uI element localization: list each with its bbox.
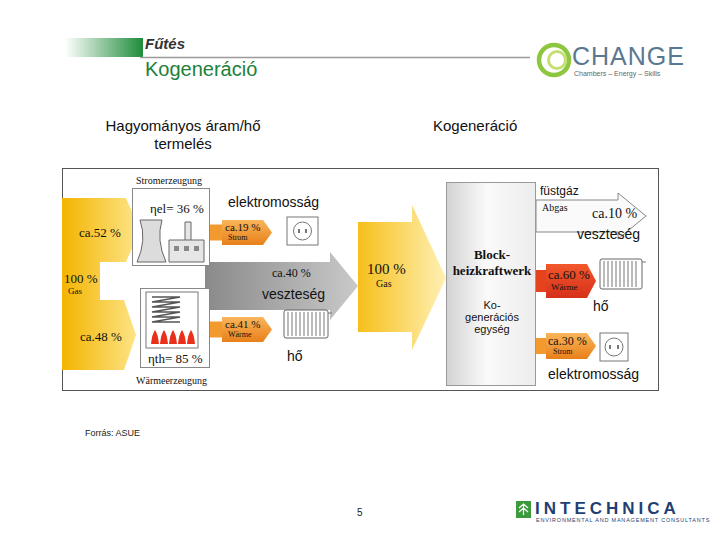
tag-shape xyxy=(222,317,272,342)
node-text: Wärme xyxy=(228,330,252,339)
chp-unit-box: Block- heizkraftwerkKo- generációs egysé… xyxy=(446,182,536,386)
flow-percentage: ca.40 % xyxy=(272,266,311,281)
flow-connector xyxy=(536,270,546,292)
socket-icon xyxy=(605,338,623,356)
socket-icon xyxy=(294,222,312,240)
overlay-label: hő xyxy=(287,348,303,364)
loss-flow-arrow xyxy=(205,252,358,320)
node-text: Wärmeerzeugung xyxy=(136,375,207,386)
overlay-label: elektromosság xyxy=(228,194,319,210)
node-text: Wärme xyxy=(551,282,577,292)
heat-box-fill xyxy=(140,288,210,368)
cooling-tower-icon xyxy=(137,220,166,262)
logo-text: INTECHNICA xyxy=(535,499,680,519)
overlay-label: füstgáz xyxy=(540,184,579,198)
overlay-label: elektromosság xyxy=(548,366,639,382)
output-arrow-tag: ca.30 %Strom xyxy=(546,333,596,359)
flow-percentage: 100 % xyxy=(367,261,406,278)
tag-shape xyxy=(222,220,272,245)
overlay-label: hő xyxy=(593,298,609,314)
plant-box-fill xyxy=(132,188,210,266)
flow-label: Gas xyxy=(68,286,82,296)
overlay-label: veszteség xyxy=(577,226,640,242)
page-number: 5 xyxy=(357,507,363,518)
company-logo-icon xyxy=(519,504,528,515)
plant-windows xyxy=(174,246,199,251)
source-note: Forrás: ASUE xyxy=(85,428,140,438)
node-heading: Block- heizkraftwerk xyxy=(447,247,537,279)
node-heading: ca.41 % xyxy=(225,318,260,330)
output-arrow-tag: ca.41 %Wärme xyxy=(222,317,272,342)
node-heading: ca.19 % xyxy=(225,221,260,233)
overlay-label: veszteség xyxy=(262,286,325,302)
socket-icon xyxy=(600,333,628,361)
boiler-outline xyxy=(146,292,198,348)
flow-connector xyxy=(210,322,222,338)
gas-flow-arrow xyxy=(358,205,446,350)
power-plant-icon xyxy=(169,222,204,262)
heat-generator-box: ηth= 85 %Wärmeerzeugung xyxy=(140,288,210,368)
flow-label: Abgas xyxy=(542,202,568,213)
column-heading: Kogeneráció xyxy=(433,117,517,134)
node-text: Ko- generációs egység xyxy=(461,299,523,335)
logo-ring xyxy=(549,52,566,69)
tag-shape xyxy=(546,333,596,359)
slide-title: Kogeneráció xyxy=(145,58,257,81)
node-text: Strom xyxy=(228,233,248,242)
socket-pins xyxy=(298,229,307,233)
flow-percentage: 100 % xyxy=(64,271,98,287)
boiler-coil xyxy=(152,297,180,322)
output-arrow-tag: ca.19 %Strom xyxy=(222,220,272,245)
radiator-icon xyxy=(284,310,328,338)
output-arrow-tag: ca.60 %Wärme xyxy=(546,264,596,298)
logo-tagline: Chambers – Energy – Skills xyxy=(574,70,660,77)
node-heading: ca.60 % xyxy=(548,267,590,283)
tag-shape xyxy=(546,264,596,298)
flow-percentage: ca.48 % xyxy=(80,329,122,345)
node-heading: Stromerzeugung xyxy=(136,175,202,186)
radiator-ribs xyxy=(604,261,646,287)
header-bar xyxy=(65,38,143,57)
flow-percentage: ca.52 % xyxy=(79,225,121,241)
flow-connector xyxy=(210,225,222,241)
flow-connector xyxy=(536,338,546,354)
node-text: Strom xyxy=(553,347,573,356)
socket-pins xyxy=(609,345,619,349)
company-logo-icon xyxy=(516,501,531,518)
flow-percentage: ca.10 % xyxy=(592,206,637,222)
radiator-ribs xyxy=(288,312,332,336)
section-heading: Fűtés xyxy=(145,35,185,52)
node-text: ηel= 36 % xyxy=(150,201,204,217)
node-heading: ηth= 85 % xyxy=(148,351,203,367)
column-heading: Hagyományos áram/hő termelés xyxy=(98,117,268,153)
socket-icon xyxy=(287,217,318,245)
power-plant-box: Stromerzeugungηel= 36 % xyxy=(132,188,210,266)
logo-tagline: ENVIRONMENTAL AND MANAGEMENT CONSULTANTS xyxy=(536,517,710,523)
burner-flames xyxy=(151,330,195,344)
logo-text: CHANGE xyxy=(572,42,685,71)
diagram-frame xyxy=(63,169,659,391)
gas-flow-arrow xyxy=(62,198,140,370)
flow-label: Gas xyxy=(376,278,392,289)
logo-ring xyxy=(539,45,569,75)
node-heading: ca.30 % xyxy=(548,334,587,349)
